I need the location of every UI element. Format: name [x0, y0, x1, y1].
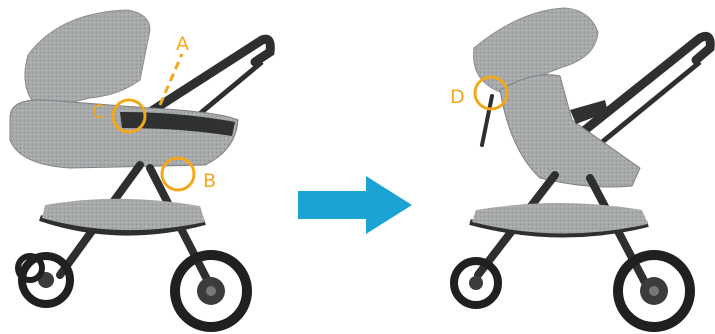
stroller-with-carrycot: A C B: [10, 10, 270, 327]
callout-c-label: C: [92, 101, 105, 123]
callout-d-label: D: [450, 86, 465, 108]
callout-b-label: B: [203, 170, 216, 192]
rear-wheel-right-stroller: [618, 255, 690, 327]
rear-wheel-left-stroller: [175, 255, 247, 327]
front-wheel-right-stroller: [454, 261, 498, 305]
canopy-arm: [482, 96, 492, 145]
arrow-right-icon: [298, 176, 412, 234]
handlebar: [150, 39, 270, 112]
callout-a-label: A: [176, 33, 189, 55]
carrycot-canopy: [25, 10, 150, 110]
stroller-with-seat-unit: D: [450, 8, 710, 327]
